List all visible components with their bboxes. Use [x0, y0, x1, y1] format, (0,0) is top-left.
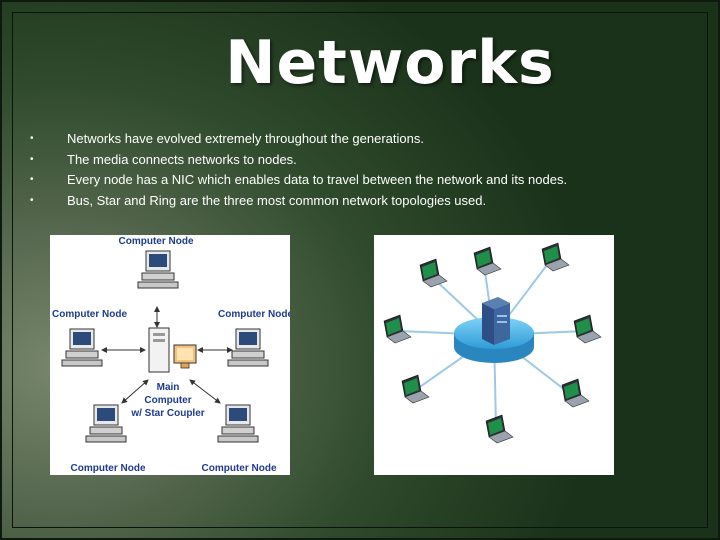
computer-node-icon	[227, 328, 269, 367]
computer-node-icon	[137, 250, 179, 289]
star-network-illustration	[374, 235, 614, 475]
bullet-text: Bus, Star and Ring are the three most co…	[67, 192, 487, 208]
label-main-3: w/ Star Coupler	[130, 408, 204, 419]
label-main-1: Main	[157, 382, 180, 393]
slide-title: Networks	[225, 28, 555, 98]
laptop-icon	[573, 314, 602, 344]
star-network-svg	[383, 242, 602, 444]
laptop-icon	[401, 374, 430, 404]
label-bottom-left: Computer Node	[71, 463, 146, 474]
laptop-icon	[473, 246, 502, 276]
link-bottom-right	[189, 379, 221, 404]
bullet-text: Every node has a NIC which enables data …	[67, 172, 568, 187]
label-right: Computer Node	[218, 309, 290, 320]
bullet-item: • Bus, Star and Ring are the three most c…	[30, 191, 680, 212]
bullet-icon: •	[30, 174, 34, 185]
computer-node-icon	[61, 328, 103, 367]
bullet-text: Networks have evolved extremely througho…	[67, 131, 424, 146]
computer-node-icon	[85, 404, 127, 443]
star-coupler-svg: Computer Node Computer Node Computer Nod…	[52, 236, 293, 474]
laptop-icon	[419, 258, 448, 288]
bullet-icon: •	[30, 153, 34, 165]
laptop-icon	[383, 314, 412, 344]
star-coupler-diagram: Computer Node Computer Node Computer Nod…	[50, 235, 293, 475]
network-hub-icon	[454, 297, 534, 363]
bullet-icon: •	[30, 133, 34, 144]
laptop-icon	[485, 414, 514, 444]
bullet-icon: •	[30, 194, 34, 206]
laptop-icon	[561, 378, 590, 408]
bullet-item: • Networks have evolved extremely through…	[30, 129, 680, 150]
link-bottom-left	[121, 379, 149, 404]
bullet-text: The media connects networks to nodes.	[67, 151, 297, 167]
main-computer-icon	[148, 327, 197, 373]
label-left: Computer Node	[52, 309, 127, 320]
bullet-list: • Networks have evolved extremely through…	[30, 129, 680, 211]
computer-node-icon	[217, 404, 259, 443]
label-main-2: Computer	[144, 395, 191, 406]
bullet-item: • Every node has a NIC which enables data…	[30, 170, 680, 191]
label-top: Computer Node	[119, 236, 194, 247]
bullet-item: • The media connects networks to nodes.	[30, 150, 680, 171]
label-bottom-right: Computer Node	[202, 463, 277, 474]
